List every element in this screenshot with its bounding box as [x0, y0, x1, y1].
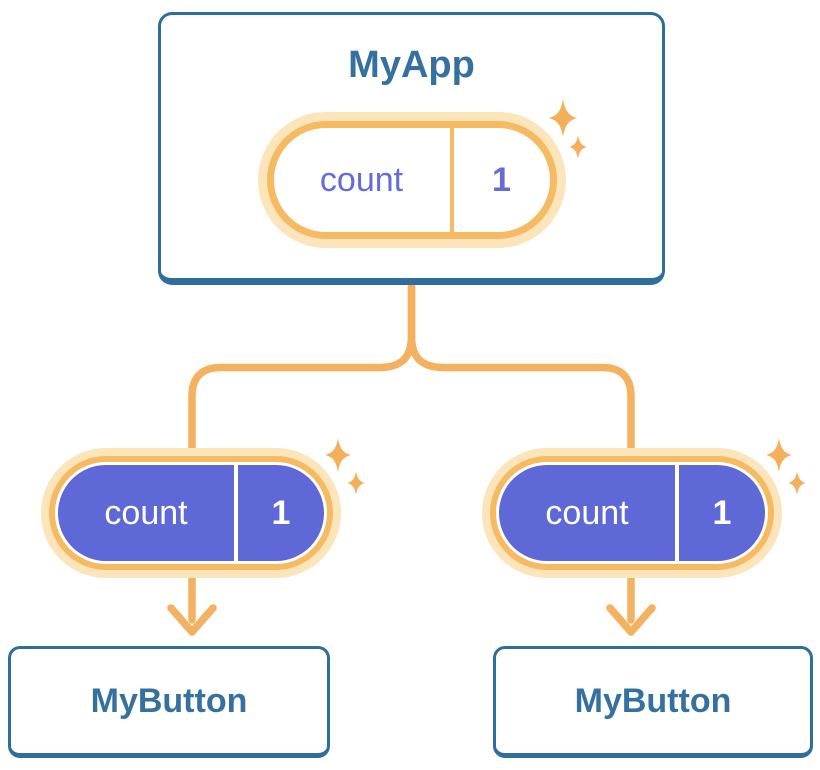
root-state-pill: count 1: [257, 112, 566, 248]
state-pill-fill: count 1: [499, 465, 765, 561]
tree-branch-right: [407, 282, 635, 456]
arrow-down-icon: [606, 604, 656, 636]
state-value: 1: [271, 493, 291, 532]
state-pill-ring: count 1: [49, 456, 333, 570]
root-component-card: MyApp count 1: [158, 12, 665, 285]
pill-divider: [234, 465, 238, 561]
child-component-card-left: MyButton: [8, 646, 330, 758]
tree-branch-left: [188, 282, 416, 456]
child-component-card-right: MyButton: [493, 646, 813, 758]
sparkle-icon: [325, 437, 351, 473]
state-name: count: [104, 493, 188, 532]
arrow-down-icon: [167, 604, 217, 636]
state-name: count: [545, 493, 629, 532]
child-state-pill-left: count 1: [41, 448, 341, 578]
child-component-title: MyButton: [90, 681, 248, 720]
pill-divider: [675, 465, 679, 561]
state-value: 1: [712, 493, 732, 532]
state-name: count: [319, 160, 404, 199]
state-value: 1: [492, 160, 511, 199]
state-pill-ring: count 1: [266, 121, 557, 239]
pill-divider: [449, 128, 454, 232]
child-component-title: MyButton: [574, 681, 732, 720]
sparkle-icon: [347, 471, 365, 495]
child-state-pill-right: count 1: [482, 448, 782, 578]
sparkle-icon: [766, 437, 792, 473]
state-pill-ring: count 1: [490, 456, 774, 570]
state-pill-fill: count 1: [58, 465, 324, 561]
sparkle-icon: [788, 471, 806, 495]
root-component-title: MyApp: [348, 44, 475, 86]
